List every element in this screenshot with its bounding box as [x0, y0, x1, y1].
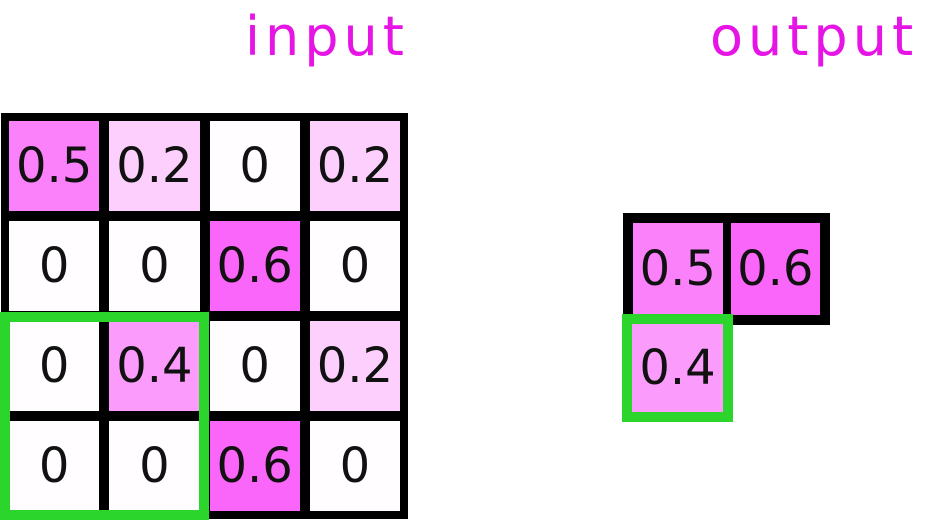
- input-cell-r2c0: 0: [9, 321, 100, 411]
- input-grid: 0.5 0.2 0 0.2 0 0 0.6 0 0 0.4 0 0.2 0 0 …: [1, 113, 408, 519]
- output-cell-r1c0-highlighted: 0.4: [622, 314, 733, 422]
- input-cell-r1c2: 0.6: [209, 221, 300, 311]
- input-cell-r2c2: 0: [209, 321, 300, 411]
- input-cell-r1c3: 0: [309, 221, 400, 311]
- input-title: input: [245, 5, 409, 68]
- input-cell-r2c3: 0.2: [309, 321, 400, 411]
- input-cell-r3c0: 0: [9, 421, 100, 511]
- output-cell-r0c0: 0.5: [633, 223, 723, 315]
- input-cell-r3c2: 0.6: [209, 421, 300, 511]
- input-cell-r3c1: 0: [109, 421, 200, 511]
- input-cell-r0c0: 0.5: [9, 121, 100, 211]
- input-cell-r1c0: 0: [9, 221, 100, 311]
- output-cell-r0c1: 0.6: [730, 223, 820, 315]
- input-cell-r3c3: 0: [309, 421, 400, 511]
- input-cell-r1c1: 0: [109, 221, 200, 311]
- input-cell-r0c2: 0: [209, 121, 300, 211]
- input-cell-r0c3: 0.2: [309, 121, 400, 211]
- output-title: output: [710, 5, 919, 68]
- input-cell-r2c1: 0.4: [109, 321, 200, 411]
- output-grid: 0.5 0.6: [623, 213, 830, 325]
- input-cell-r0c1: 0.2: [109, 121, 200, 211]
